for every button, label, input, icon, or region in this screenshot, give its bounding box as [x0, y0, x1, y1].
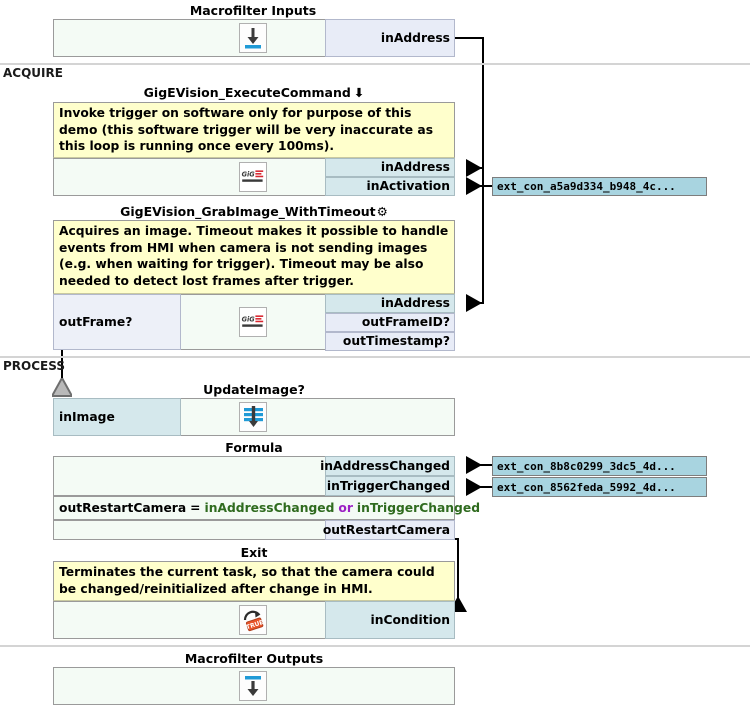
port-formula-inTriggerChanged[interactable]: inTriggerChanged — [325, 476, 455, 496]
port-formula-outRestartCamera[interactable]: outRestartCamera — [323, 520, 455, 540]
execute-command-title-row: GigEVision_ExecuteCommand⬇ — [53, 85, 455, 100]
formula-title: Formula — [225, 440, 283, 455]
gige-vision-icon: GiG — [236, 161, 270, 193]
section-divider-acquire — [0, 63, 750, 65]
macrofilter-input-icon — [236, 22, 270, 54]
port-execute-command-inAddress[interactable]: inAddress — [325, 158, 455, 177]
port-exit-inCondition[interactable]: inCondition — [325, 601, 455, 639]
port-grab-image-outFrameID[interactable]: outFrameID? — [325, 313, 455, 332]
formula-expression-operand-a: inAddressChanged — [204, 501, 335, 515]
external-connection-chip-2[interactable]: ext_con_8b8c0299_3dc5_4d... — [492, 456, 707, 476]
section-divider-process — [0, 356, 750, 358]
port-grab-image-outTimestamp[interactable]: outTimestamp? — [325, 332, 455, 351]
update-image-title: UpdateImage? — [203, 382, 305, 397]
port-update-image-inImage[interactable]: inImage — [53, 398, 181, 436]
section-label-acquire: ACQUIRE — [3, 66, 63, 80]
port-grab-image-inAddress[interactable]: inAddress — [325, 294, 455, 313]
port-macrofilter-inputs-inAddress[interactable]: inAddress — [325, 19, 455, 57]
exit-true-icon: TRUE — [236, 604, 270, 636]
port-execute-command-inActivation[interactable]: inActivation — [325, 177, 455, 196]
formula-expression-operand-b: inTriggerChanged — [356, 501, 480, 515]
port-formula-inAddressChanged[interactable]: inAddressChanged — [320, 456, 455, 476]
grab-image-title-row: GigEVision_GrabImage_WithTimeout⚙ — [53, 204, 455, 219]
gige-vision-icon: GiG — [236, 306, 270, 338]
section-label-process: PROCESS — [3, 359, 65, 373]
external-connection-chip-1[interactable]: ext_con_a5a9d334_b948_4c... — [492, 177, 707, 196]
formula-expression-eq: = — [190, 501, 201, 515]
grab-image-title: GigEVision_GrabImage_WithTimeout — [120, 204, 376, 219]
formula-expression-row[interactable]: outRestartCamera = inAddressChanged or i… — [53, 496, 480, 520]
grab-image-comment: Acquires an image. Timeout makes it poss… — [53, 220, 455, 294]
macrofilter-inputs-title: Macrofilter Inputs — [189, 3, 317, 18]
formula-expression-lhs: outRestartCamera — [59, 501, 187, 515]
port-grab-image-outFrame[interactable]: outFrame? — [53, 294, 181, 350]
macrofilter-outputs-title: Macrofilter Outputs — [184, 651, 324, 666]
svg-text:GiG: GiG — [242, 170, 256, 178]
gear-icon: ⚙ — [376, 204, 388, 219]
svg-text:GiG: GiG — [242, 315, 256, 323]
section-divider-outputs — [0, 645, 750, 647]
external-connection-chip-3[interactable]: ext_con_8562feda_5992_4d... — [492, 477, 707, 497]
down-arrow-icon: ⬇ — [353, 85, 365, 100]
exit-title: Exit — [240, 545, 268, 560]
execute-command-comment: Invoke trigger on software only for purp… — [53, 102, 455, 158]
update-image-icon — [236, 401, 270, 433]
formula-expression-operator: or — [338, 501, 353, 515]
exit-comment: Terminates the current task, so that the… — [53, 561, 455, 601]
macrofilter-output-icon — [236, 670, 270, 702]
execute-command-title: GigEVision_ExecuteCommand — [143, 85, 351, 100]
